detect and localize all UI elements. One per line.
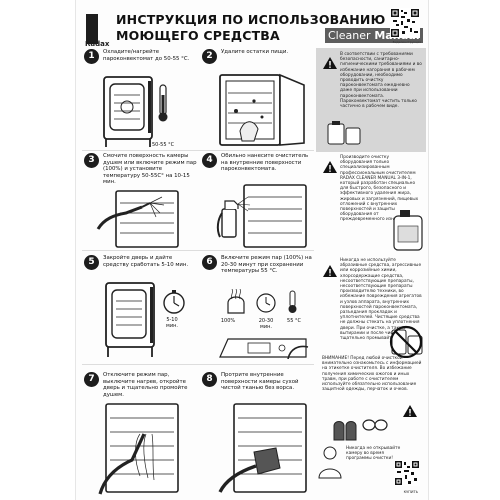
step-number: 4: [202, 153, 217, 168]
goggles-icon: [362, 419, 388, 431]
gloves-icon: [333, 421, 357, 441]
radax-logo-bar: [86, 14, 98, 44]
info-block-3: Никогда не используйте абразивные средст…: [340, 258, 422, 342]
step-number: 3: [84, 153, 99, 168]
qr-code-video-icon[interactable]: [390, 8, 420, 38]
cleaner-bottle-icon: [327, 121, 361, 145]
radax-logo: Radax: [85, 40, 110, 48]
wipe-cloth-icon: [218, 403, 307, 493]
info-block-5: Никогда не открывайте камеру во время пр…: [346, 446, 401, 462]
step-text: Отключите режим пар, выключите нагрев, о…: [103, 372, 188, 398]
temp-label: 55 °С: [287, 318, 301, 324]
step-text: Смочите поверхность камеры душем или вкл…: [103, 153, 197, 186]
info-block-4: ВНИМАНИЕ! Перед любой очисткой вниматель…: [322, 356, 422, 393]
steam-label: 100%: [220, 318, 236, 324]
step-text: Охладите/нагрейте пароконвектомат до 50-…: [103, 49, 190, 62]
control-panel-icon: [219, 338, 309, 359]
qr-bottom-label: КУПИТЬ: [403, 490, 418, 494]
step-4: 4 Обильно нанесите очиститель на внутрен…: [202, 153, 314, 255]
step-text: Включите режим пар (100%) на 20-30 минут…: [221, 255, 312, 275]
step-5: 5 Закройте дверь и дайте средству сработ…: [84, 255, 196, 357]
step-text: Обильно нанесите очиститель на внутренни…: [221, 153, 309, 173]
step-3: 3 Смочите поверхность камеры душем или в…: [84, 153, 197, 255]
divider: [82, 150, 314, 151]
step-text: Закройте дверь и дайте средству сработат…: [103, 255, 189, 268]
qr-code-buy-icon[interactable]: [394, 460, 420, 486]
person-protective-icon: [318, 446, 342, 479]
info-block-1: В соответствии с требованиями безопаснос…: [340, 52, 422, 110]
spray-cleaner-icon: [216, 184, 307, 248]
step-text: Протрите внутренние поверхности камеры с…: [221, 372, 299, 392]
info-block-2: Производите очистку оборудования только …: [340, 155, 419, 223]
rinse-inside-icon: [98, 403, 179, 495]
cleaner-canister-icon: [393, 210, 423, 251]
warning-triangle-icon: [323, 265, 337, 277]
divider: [82, 250, 314, 251]
step-7: 7 Отключите режим пар, выключите нагрев,…: [84, 372, 196, 495]
title-line-2: МОЮЩЕГО СРЕДСТВА: [116, 28, 280, 43]
oven-open-door-icon: [219, 73, 305, 146]
warning-triangle-icon: [323, 161, 337, 173]
prohibited-abrasive-icon: [389, 325, 423, 358]
step-number: 7: [84, 372, 99, 387]
step-number: 1: [84, 49, 99, 64]
step-number: 2: [202, 49, 217, 64]
warning-triangle-icon: [403, 405, 417, 417]
temp-label: 50-55 °С: [152, 142, 175, 148]
steam-timer-temp-icons: [227, 289, 297, 314]
step-number: 6: [202, 255, 217, 270]
title-line-1: ИНСТРУКЦИЯ ПО ИСПОЛЬЗОВАНИЮ: [116, 12, 386, 27]
duration-label: 20-30 мин.: [258, 318, 274, 330]
qr-top-label: Видеоинструкция: [392, 40, 421, 44]
divider: [82, 364, 314, 365]
brand-cleaner: Cleaner: [328, 29, 371, 42]
step-8: 8 Протрите внутренние поверхности камеры…: [202, 372, 314, 493]
oven-thermometer-icon: [103, 76, 168, 147]
step-number: 5: [84, 255, 99, 270]
step-2: 2 Удалите остатки пищи.: [202, 49, 314, 151]
step-number: 8: [202, 372, 217, 387]
step-text: Удалите остатки пищи.: [221, 49, 289, 55]
step-1: 1 Охладите/нагрейте пароконвектомат до 5…: [84, 49, 196, 151]
warning-triangle-icon: [323, 57, 337, 69]
instruction-poster: Radax ИНСТРУКЦИЯ ПО ИСПОЛЬЗОВАНИЮ МОЮЩЕГ…: [75, 0, 429, 500]
closed-oven-timer-icon: [105, 282, 185, 357]
time-label: 5-10 мин.: [166, 317, 178, 329]
step-6: 6 Включите режим пар (100%) на 20-30 мин…: [202, 255, 314, 359]
shower-rinse-icon: [96, 190, 179, 248]
